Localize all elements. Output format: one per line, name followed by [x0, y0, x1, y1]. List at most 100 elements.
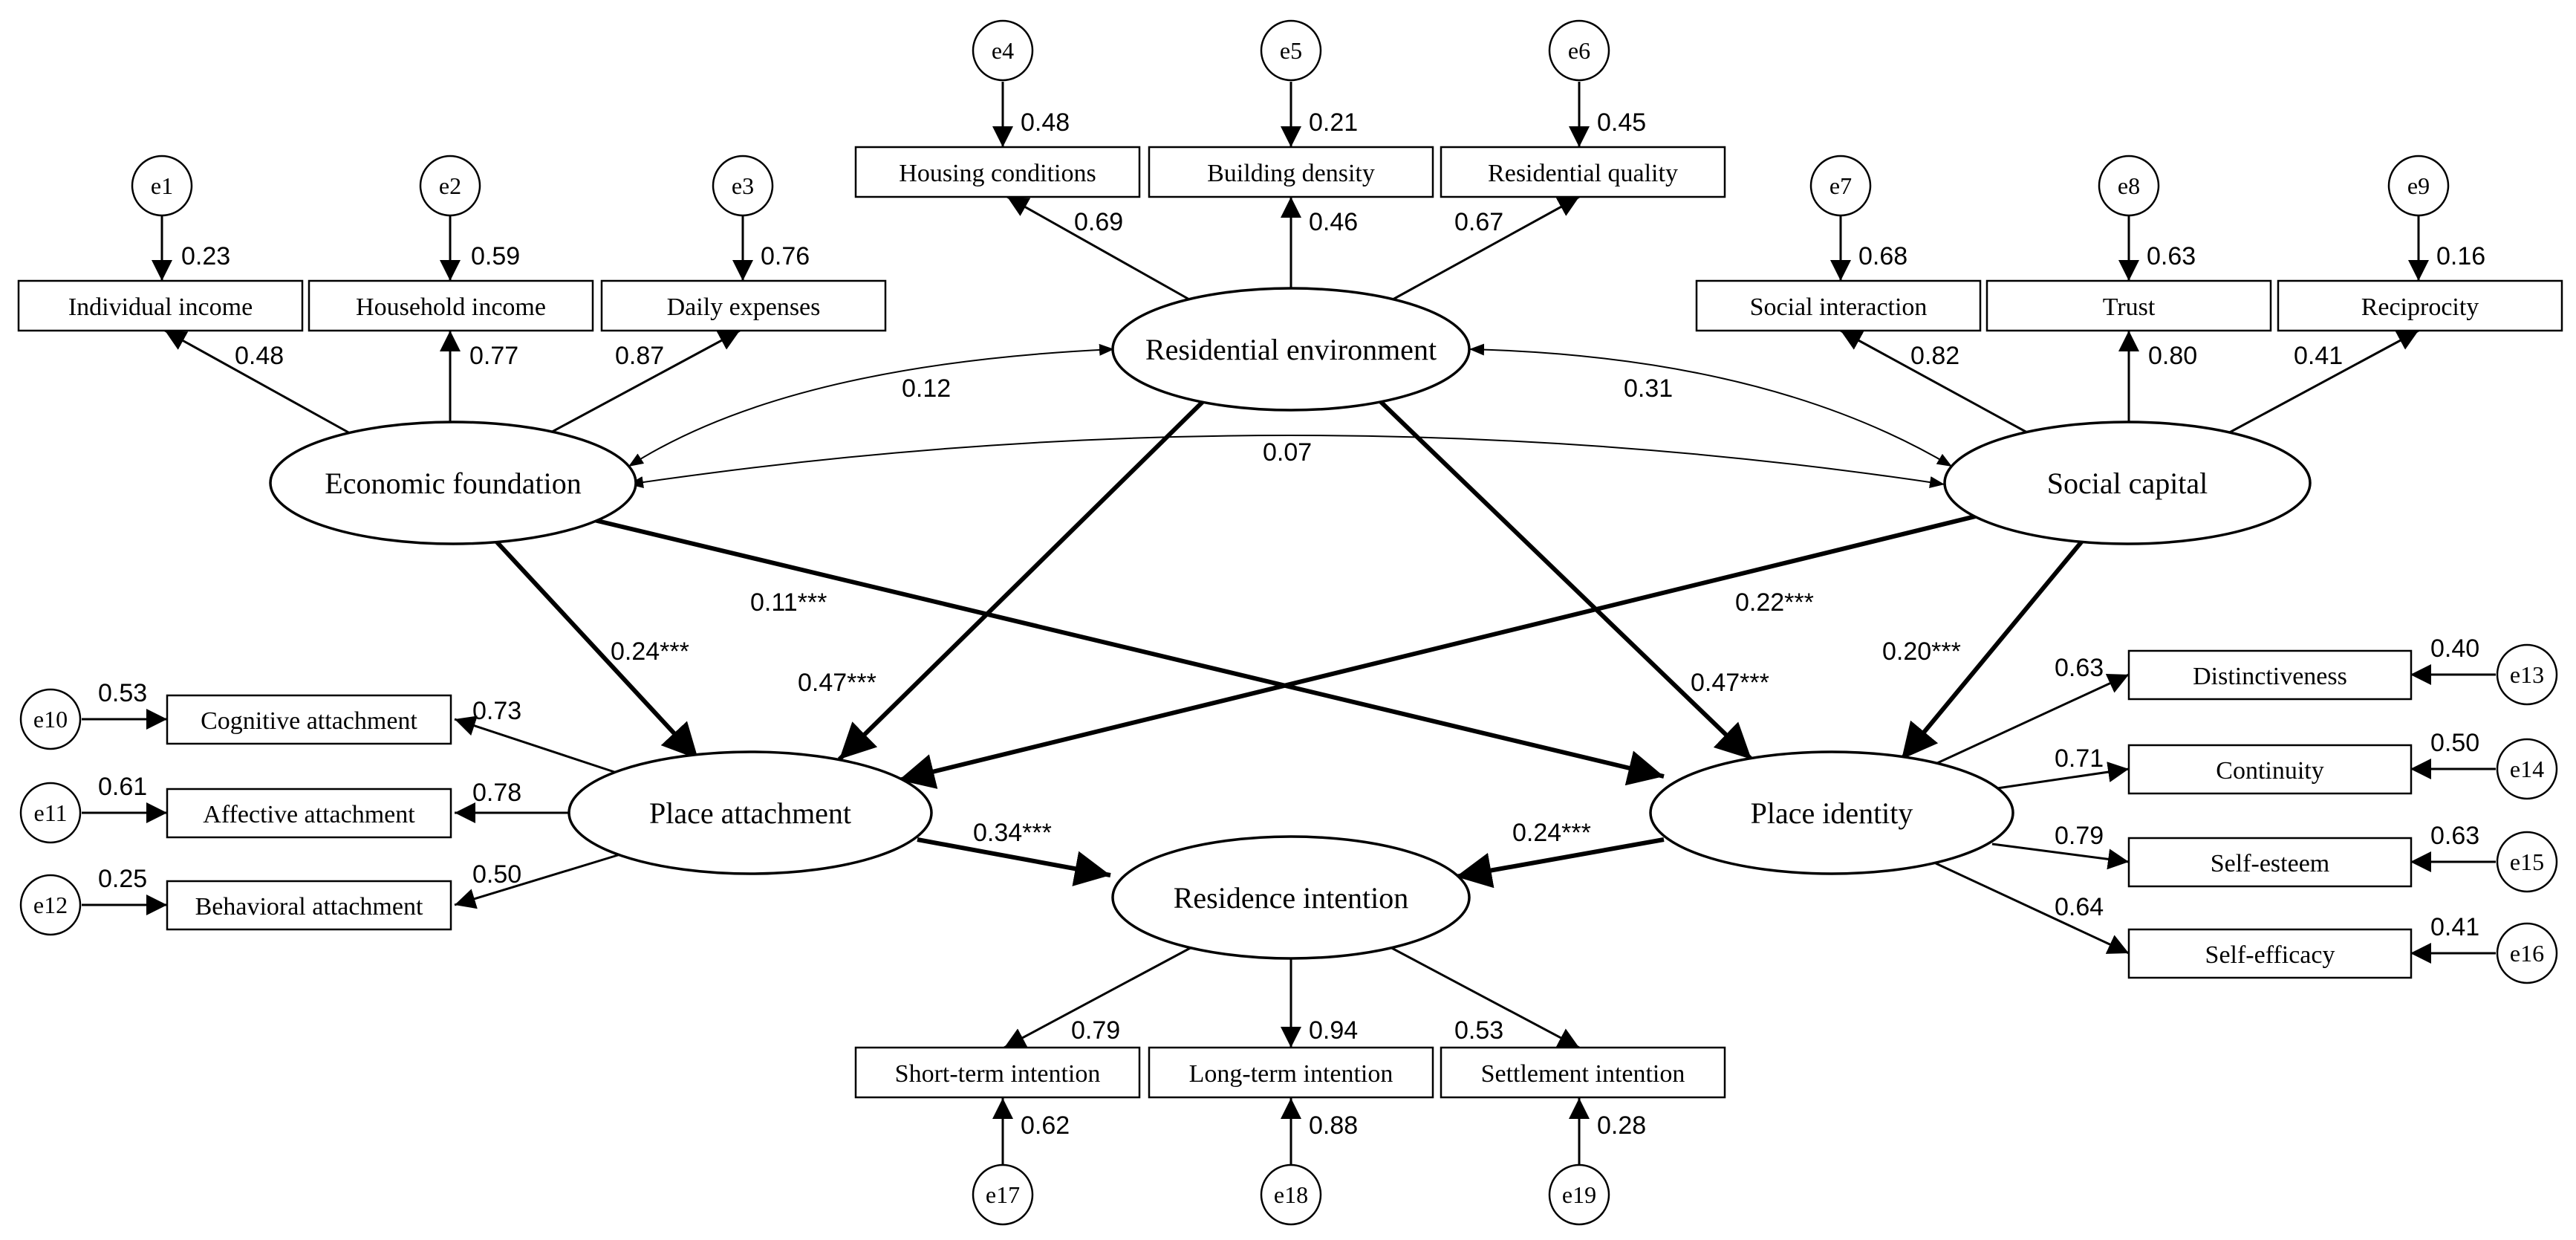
indicator-label: Daily expenses	[667, 293, 821, 321]
loading-distinctiveness: 0.63	[2055, 654, 2104, 682]
loading-arrow-short-term-intention	[1004, 944, 1197, 1049]
error-e1: e1	[131, 155, 193, 217]
indicator-label: Self-esteem	[2211, 850, 2330, 877]
loading-continuity: 0.71	[2055, 744, 2104, 773]
error-e6: e6	[1548, 19, 1610, 82]
indicator-label: Individual income	[68, 293, 253, 321]
loading-self-esteem: 0.79	[2055, 822, 2104, 850]
error-e15: e15	[2496, 831, 2558, 893]
indicator-label: Building density	[1207, 160, 1375, 187]
loading-building-density: 0.46	[1309, 208, 1358, 236]
indicator-affective-attachment: Affective attachment	[166, 788, 452, 839]
error-value-e11: 0.61	[98, 773, 147, 801]
error-e14: e14	[2496, 738, 2558, 800]
error-value-e3: 0.76	[761, 242, 810, 270]
error-value-e6: 0.45	[1597, 108, 1646, 137]
error-e5: e5	[1260, 19, 1322, 82]
svg-text:e7: e7	[1829, 172, 1852, 199]
svg-text:e3: e3	[732, 172, 754, 199]
error-e16: e16	[2496, 922, 2558, 984]
indicator-short-term-intention: Short-term intention	[854, 1046, 1141, 1099]
svg-text:e17: e17	[986, 1181, 1020, 1208]
latent-residence-intention: Residence intention	[1111, 835, 1471, 960]
path-social-to-attachment	[898, 509, 1997, 789]
path-econ-to-attachment	[488, 533, 700, 762]
path-label-social-to-attachment: 0.22***	[1735, 588, 1814, 617]
error-value-e19: 0.28	[1597, 1111, 1646, 1140]
error-e18: e18	[1260, 1163, 1322, 1226]
error-value-e8: 0.63	[2147, 242, 2196, 270]
indicator-household-income: Household income	[308, 279, 594, 332]
path-identity-to-intention	[1455, 837, 1665, 889]
svg-text:e14: e14	[2510, 756, 2544, 782]
svg-text:e4: e4	[992, 37, 1014, 64]
error-value-e12: 0.25	[98, 865, 147, 893]
path-label-econ-to-attachment: 0.24***	[611, 637, 689, 666]
loading-arrow-reciprocity	[2225, 329, 2419, 436]
loading-arrow-cognitive-attachment	[454, 715, 617, 774]
indicator-label: Affective attachment	[203, 801, 415, 828]
svg-text:e19: e19	[1562, 1181, 1596, 1208]
indicator-residential-quality: Residential quality	[1440, 146, 1726, 198]
loading-cognitive-attachment: 0.73	[472, 697, 521, 725]
error-value-e5: 0.21	[1309, 108, 1358, 137]
covariance-resenv-social	[1468, 343, 1953, 467]
latent-social-capital: Social capital	[1943, 421, 2312, 545]
svg-text:e13: e13	[2510, 661, 2544, 688]
indicator-label: Self-efficacy	[2205, 941, 2335, 969]
error-value-e1: 0.23	[181, 242, 230, 270]
error-e19: e19	[1548, 1163, 1610, 1226]
loading-arrow-self-esteem	[1991, 843, 2130, 870]
error-value-e17: 0.62	[1021, 1111, 1070, 1140]
error-e11: e11	[19, 782, 82, 844]
loading-daily-expenses: 0.87	[615, 342, 664, 370]
path-attachment-to-intention	[917, 837, 1111, 886]
loading-arrow-continuity	[1991, 762, 2130, 791]
loading-individual-income: 0.48	[235, 342, 284, 370]
indicator-reciprocity: Reciprocity	[2277, 279, 2563, 332]
indicator-distinctiveness: Distinctiveness	[2127, 649, 2413, 701]
svg-text:e15: e15	[2510, 848, 2544, 875]
covariance-label-econ-social: 0.07	[1263, 438, 1312, 467]
error-e13: e13	[2496, 643, 2558, 706]
indicator-label: Reciprocity	[2361, 293, 2479, 321]
loading-long-term-intention: 0.94	[1309, 1016, 1358, 1045]
indicator-label: Housing conditions	[899, 160, 1096, 187]
latent-label: Residential environment	[1145, 333, 1437, 366]
loading-self-efficacy: 0.64	[2055, 893, 2104, 921]
error-value-e10: 0.53	[98, 679, 147, 707]
latent-place-identity: Place identity	[1649, 750, 2014, 875]
error-e10: e10	[19, 688, 82, 750]
svg-text:e16: e16	[2510, 940, 2544, 967]
loading-arrow-social-interaction	[1840, 329, 2036, 438]
latent-label: Place identity	[1751, 796, 1913, 830]
indicator-label: Behavioral attachment	[195, 893, 423, 921]
path-label-social-to-identity: 0.20***	[1882, 637, 1961, 666]
loading-reciprocity: 0.41	[2294, 342, 2343, 370]
error-e2: e2	[419, 155, 481, 217]
indicator-label: Trust	[2103, 293, 2156, 321]
indicator-label: Cognitive attachment	[201, 707, 417, 735]
loading-trust: 0.80	[2148, 342, 2197, 370]
svg-text:e5: e5	[1280, 37, 1302, 64]
loading-arrow-distinctiveness	[1935, 673, 2130, 765]
latent-label: Place attachment	[649, 796, 851, 830]
svg-text:e12: e12	[33, 892, 68, 918]
loading-social-interaction: 0.82	[1910, 342, 1959, 370]
indicator-cognitive-attachment: Cognitive attachment	[166, 694, 452, 745]
path-label-identity-to-intention: 0.24***	[1512, 819, 1591, 847]
indicator-housing-conditions: Housing conditions	[854, 146, 1141, 198]
loading-behavioral-attachment: 0.50	[472, 860, 521, 889]
loading-arrow-housing-conditions	[1006, 195, 1197, 305]
error-e8: e8	[2098, 155, 2160, 217]
error-value-e18: 0.88	[1309, 1111, 1358, 1140]
svg-text:e6: e6	[1568, 37, 1590, 64]
indicator-label: Distinctiveness	[2193, 663, 2347, 690]
error-e4: e4	[972, 19, 1034, 82]
indicator-long-term-intention: Long-term intention	[1148, 1046, 1434, 1099]
path-econ-to-identity	[593, 518, 1665, 786]
indicator-self-esteem: Self-esteem	[2127, 837, 2413, 888]
path-label-attachment-to-intention: 0.34***	[973, 819, 1052, 847]
path-label-resenv-to-attachment: 0.47***	[798, 669, 876, 697]
covariance-label-econ-resenv: 0.12	[902, 374, 951, 403]
